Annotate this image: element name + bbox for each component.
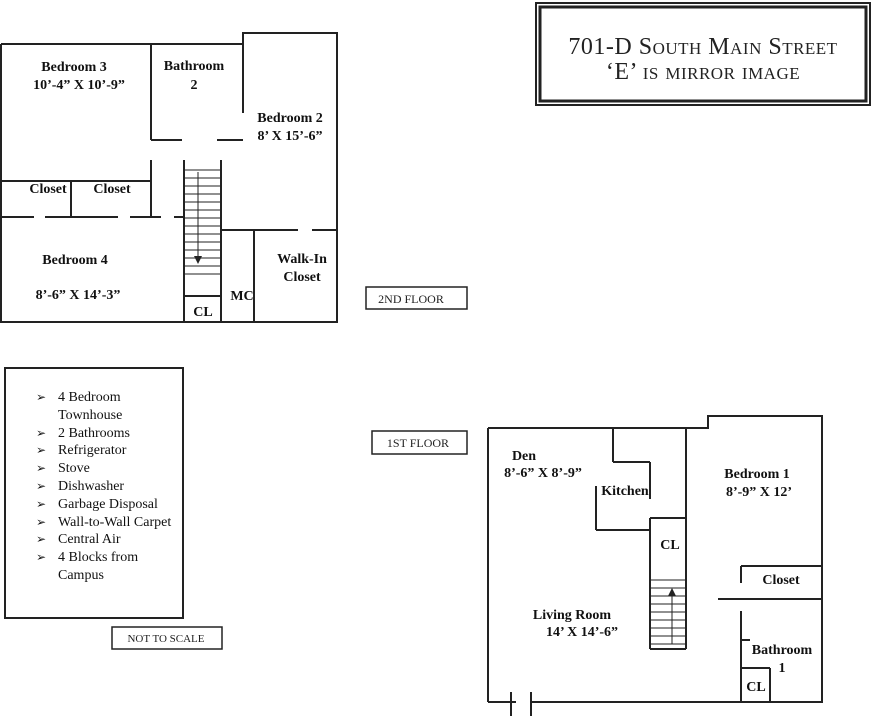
feature-item: Wall-to-Wall Carpet [36,514,182,532]
feature-item: Refrigerator [36,442,182,460]
not-to-scale-tag: NOT TO SCALE [127,633,204,645]
living-room-size: 14’ X 14’-6” [546,625,618,640]
feature-item: 4 Bedroom Townhouse [36,389,182,425]
cl-label-2nd: CL [193,305,212,320]
title-line-2: ‘E’ is mirror image [606,59,800,85]
den-label: Den [512,449,536,464]
first-floor-tag: 1ST FLOOR [387,436,449,450]
bedroom-4-label: Bedroom 4 [42,253,107,268]
bathroom-2-label: Bathroom [164,59,225,74]
bedroom-2-size: 8’ X 15’-6” [257,129,322,144]
mc-label: MC [230,289,253,304]
second-floor-stairs [185,169,220,275]
bedroom-2-label: Bedroom 2 [257,111,322,126]
second-floor-walls [0,32,338,323]
second-floor-stair-arrow [194,256,202,264]
den-size: 8’-6” X 8’-9” [504,466,582,481]
title-box-inner [538,5,868,103]
feature-item: Central Air [36,531,182,549]
bathroom-1-number: 1 [779,661,786,676]
walk-in-closet-label-1: Walk-In [277,252,327,267]
feature-item: 2 Bathrooms [36,425,182,443]
cl-bath-label: CL [746,680,765,695]
feature-item: Dishwasher [36,478,182,496]
feature-item: Garbage Disposal [36,496,182,514]
bathroom-1-label: Bathroom [752,643,813,658]
bedroom-4-size: 8’-6” X 14’-3” [36,288,121,303]
title-box-outer [535,2,871,106]
not-to-scale-tag-box [111,626,223,650]
closet-1st-label: Closet [762,573,800,588]
closet-right-label: Closet [93,182,131,197]
cl-stair-label: CL [660,538,679,553]
first-floor-walls [487,415,823,716]
second-floor-tag-box [365,286,468,310]
first-floor-tag-box [371,430,468,455]
bedroom-3-label: Bedroom 3 [41,60,106,75]
first-floor-stair-arrow [668,588,676,596]
closet-left-label: Closet [29,182,67,197]
bedroom-1-label: Bedroom 1 [724,467,789,482]
title-line-1: 701-D South Main Street [568,34,837,60]
kitchen-label: Kitchen [601,484,649,499]
walk-in-closet-label-2: Closet [283,270,321,285]
bedroom-1-size: 8’-9” X 12’ [726,485,792,500]
feature-item: 4 Blocks from Campus [36,549,182,585]
living-room-label: Living Room [533,608,612,623]
bathroom-2-number: 2 [191,78,198,93]
bedroom-3-size: 10’-4” X 10’-9” [33,78,125,93]
features-box: 4 Bedroom Townhouse 2 Bathrooms Refriger… [4,367,184,619]
features-list: 4 Bedroom Townhouse 2 Bathrooms Refriger… [6,369,182,585]
second-floor-tag: 2ND FLOOR [378,292,444,306]
feature-item: Stove [36,460,182,478]
first-floor-stairs [651,579,685,645]
